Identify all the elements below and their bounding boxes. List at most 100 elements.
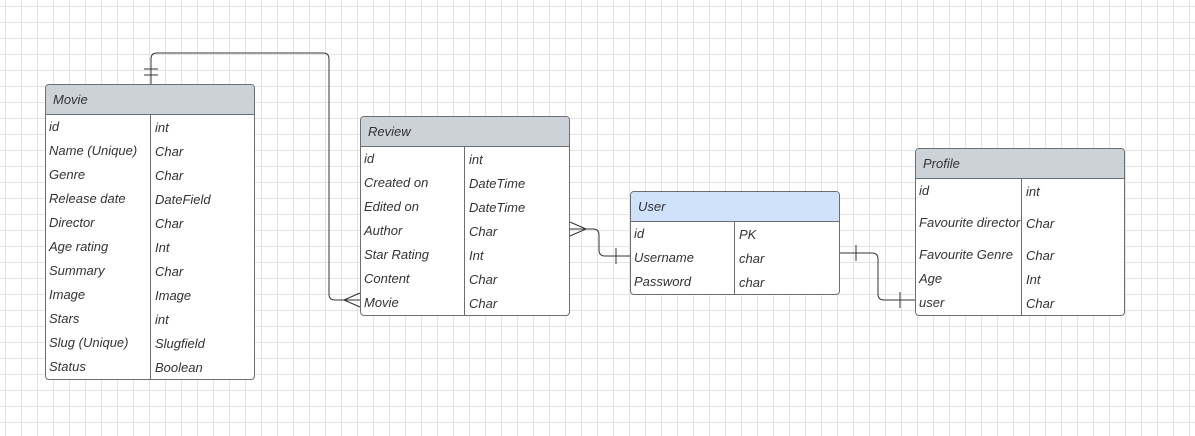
field-name: Stars [46,307,151,331]
entity-review-row[interactable]: Star Rating Int [361,243,569,267]
field-type: Char [469,295,498,311]
field-name: Release date [46,187,151,211]
field-name: Image [46,283,151,307]
field-name: Favourite Genre [916,243,1022,267]
field-name: user [916,291,1022,315]
relation-movie-review [144,52,361,308]
entity-movie-row[interactable]: Stars int [46,307,254,331]
field-name: Author [361,219,465,243]
field-name: Movie [361,291,465,315]
field-type: Image [155,287,192,303]
field-name: id [631,222,735,246]
field-name: Director [46,211,151,235]
field-type: Slugfield [155,335,205,351]
connector-review-user [570,228,630,257]
field-type: Char [155,263,184,279]
field-type: Char [1026,247,1055,263]
entity-review-header: Review [361,117,569,147]
field-type: int [155,311,169,327]
field-name: Star Rating [361,243,465,267]
field-name: Content [361,267,465,291]
field-type: Char [469,223,498,239]
field-name: Status [46,355,151,379]
field-name: Age [916,267,1022,291]
field-name: id [916,179,1022,203]
many-marker-review-movie-a [343,292,361,301]
field-name: Name (Unique) [46,139,151,163]
field-type: Char [155,143,184,159]
field-type: int [469,151,483,167]
field-type: char [739,250,765,266]
relation-user-profile [840,245,915,308]
field-type: Boolean [155,359,203,375]
field-name: Genre [46,163,151,187]
entity-profile-header: Profile [916,149,1124,179]
relation-review-user [569,221,630,264]
field-type: DateTime [469,175,526,191]
field-name: Favourite director [916,203,1022,243]
field-name: Age rating [46,235,151,259]
field-name: Edited on [361,195,465,219]
field-type: Int [1026,271,1041,287]
entity-movie-row[interactable]: Slug (Unique)Slugfield [46,331,254,355]
field-type: Int [469,247,484,263]
field-type: DateTime [469,199,526,215]
many-marker-review-movie-b [343,299,361,308]
field-type: DateField [155,191,211,207]
many-marker-review-author-a [569,221,587,230]
entity-profile-row[interactable]: Age Int [916,267,1124,291]
connector-movie-review [150,52,360,301]
field-type: PK [739,226,757,242]
field-name: Username [631,246,735,270]
field-type: Char [1026,295,1055,311]
field-type: Char [155,167,184,183]
field-name: Summary [46,259,151,283]
field-name: id [361,147,465,171]
field-type: Char [1026,215,1055,231]
entity-movie-row[interactable]: Name (Unique)Char [46,139,254,163]
field-type: int [155,119,169,135]
field-type: Char [155,215,184,231]
field-type: int [1026,183,1040,199]
field-type: Char [469,271,498,287]
field-type: Int [155,239,170,255]
field-name: Created on [361,171,465,195]
field-name: Slug (Unique) [46,331,151,355]
field-name: Password [631,270,735,294]
entity-movie-header: Movie [46,85,254,115]
connector-user-profile [840,252,915,301]
entity-movie-row[interactable]: Age rating Int [46,235,254,259]
entity-user-header: User [631,192,839,222]
field-type: char [739,274,765,290]
many-marker-review-author-b [569,228,587,237]
